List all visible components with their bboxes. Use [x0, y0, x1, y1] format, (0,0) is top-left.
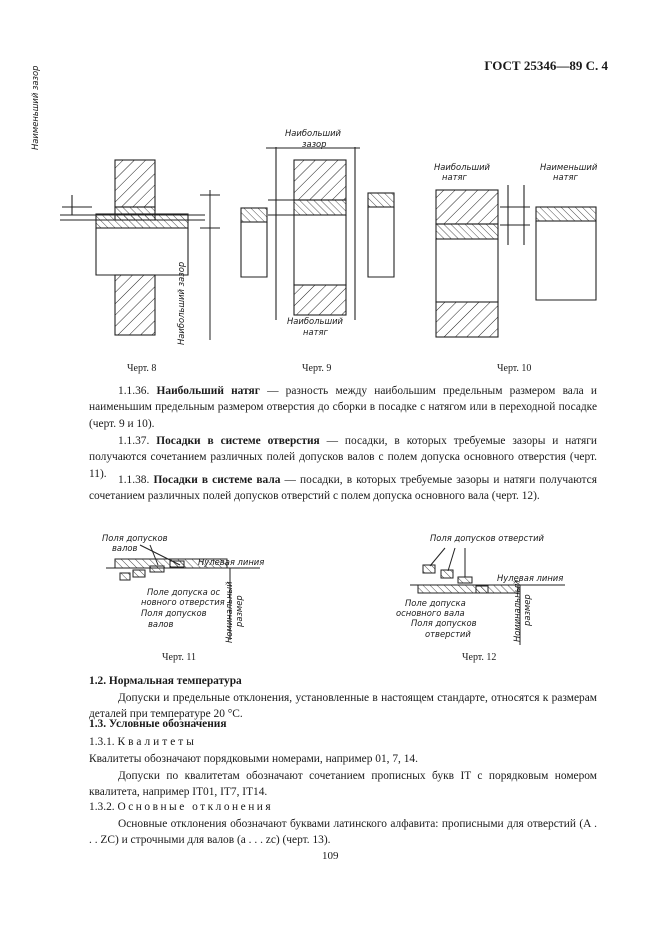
fig12-label-shaft-2: основного вала — [396, 608, 465, 618]
section-1-3-1-text2: Допуски по квалитетам обозначают сочетан… — [89, 770, 597, 799]
fig12-label-holes-1: Поля допусков — [411, 618, 477, 628]
fig12-label-zero: Нулевая линия — [497, 573, 564, 583]
section-1-3-2-title: 1.3.2. Основные отклонения — [89, 799, 597, 815]
fig8-drawing — [60, 159, 220, 340]
fig11-drawing — [106, 544, 260, 640]
fig11-label-nominal-2: размер — [234, 595, 244, 627]
section-1-3-1-text1: Квалитеты обозначают порядковыми номерам… — [89, 753, 418, 765]
fig11-label-nominal-1: Номинальный — [224, 581, 234, 643]
para-1-1-37: 1.1.37. Посадки в системе отверстия — по… — [89, 433, 597, 482]
fig11-label-fields-2: валов — [112, 543, 138, 553]
section-1-3-title: 1.3. Условные обозначения — [89, 716, 597, 732]
fig11-label-fields-1: Поля допусков — [102, 533, 168, 543]
fig12-label-nominal-2: размер — [522, 594, 532, 626]
fig9-drawing — [240, 147, 395, 320]
para-1-1-37-term: Посадки в системе отверстия — [156, 435, 320, 447]
para-1-1-36: 1.1.36. Наибольший натяг — разность межд… — [89, 383, 597, 432]
para-1-1-38-term: Посадки в системе вала — [153, 474, 281, 486]
fig9-label-top-2: зазор — [302, 139, 327, 149]
page-number: 109 — [322, 850, 339, 862]
section-1-3-2-num: 1.3.2. — [89, 801, 115, 813]
fig8-label-min-gap: Наименьший зазор — [30, 65, 40, 150]
fig10-label-left-2: натяг — [442, 172, 467, 182]
fig12-label-shaft-1: Поле допуска — [405, 598, 466, 608]
para-1-1-38: 1.1.38. Посадки в системе вала — посадки… — [89, 472, 597, 505]
fig9-label-bottom-1: Наибольший — [287, 316, 343, 326]
section-1-3-2-heading: Основные отклонения — [117, 801, 274, 813]
section-1-2-heading: 1.2. Нормальная температура — [89, 675, 242, 687]
fig11-label-shafts-2: валов — [148, 619, 174, 629]
section-1-3-1-title: 1.3.1. Квалитеты — [89, 734, 597, 750]
fig8-caption: Черт. 8 — [127, 363, 157, 374]
para-1-1-36-term: Наибольший натяг — [156, 385, 260, 397]
fig12-drawing — [410, 547, 565, 645]
fig9-label-bottom-2: натяг — [303, 327, 328, 337]
para-1-1-37-text: — посадки, в которых требуемые зазоры и … — [89, 435, 597, 480]
fig10-drawing — [435, 185, 597, 338]
section-1-3-1-num: 1.3.1. — [89, 736, 115, 748]
fig9-label-top-1: Наибольший — [285, 128, 341, 138]
section-1-2-text: Допуски и предельные отклонения, установ… — [89, 692, 597, 721]
fig12-caption: Черт. 12 — [462, 652, 497, 663]
fig11-caption: Черт. 11 — [162, 652, 197, 663]
fig11-label-shafts-1: Поля допусков — [141, 608, 207, 618]
section-1-3-heading: 1.3. Условные обозначения — [89, 718, 227, 730]
section-1-3-2-text: Основные отклонения обозначают буквами л… — [89, 818, 597, 847]
fig11-label-hole-1: Поле допуска ос — [147, 587, 221, 597]
fig11-label-zero: Нулевая линия — [198, 557, 265, 567]
section-1-2-title: 1.2. Нормальная температура — [89, 673, 597, 689]
fig10-label-left-1: Наибольший — [434, 162, 490, 172]
section-1-3-1-heading: Квалитеты — [117, 736, 197, 748]
fig12-label-holes-2: отверстий — [425, 629, 471, 639]
fig11-label-hole-2: новного отверстия — [141, 597, 225, 607]
fig8-label-max-gap: Наибольший зазор — [176, 261, 186, 345]
page-header: ГОСТ 25346—89 С. 4 — [484, 58, 608, 73]
fig9-caption: Черт. 9 — [302, 363, 332, 374]
para-1-1-36-text: — разность между наибольшим предельным р… — [89, 385, 597, 430]
fig12-label-fields: Поля допусков отверстий — [430, 533, 544, 543]
fig10-caption: Черт. 10 — [497, 363, 532, 374]
para-1-1-37-num: 1.1.37. — [118, 435, 150, 447]
para-1-1-38-text: — посадки, в которых требуемые зазоры и … — [89, 474, 597, 503]
para-1-1-36-num: 1.1.36. — [118, 385, 150, 397]
fig12-label-nominal-1: Номинальный — [512, 580, 522, 642]
fig10-label-right-1: Наименьший — [540, 162, 598, 172]
para-1-1-38-num: 1.1.38. — [118, 474, 150, 486]
fig10-label-right-2: натяг — [553, 172, 578, 182]
